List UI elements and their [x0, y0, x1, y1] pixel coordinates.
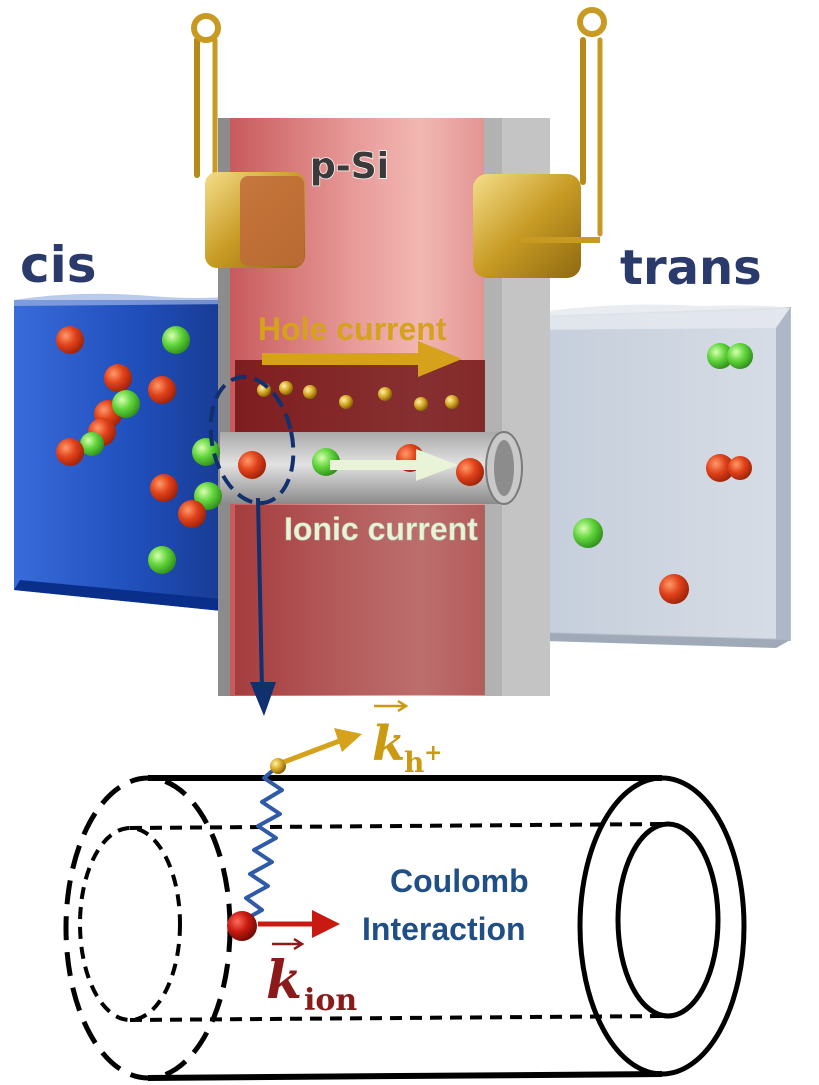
- k-hole-symbol: k: [372, 716, 405, 772]
- hole-particle: [279, 381, 293, 395]
- ionic-current-label: Ionic current: [284, 511, 478, 547]
- coulomb-spring: [243, 764, 284, 922]
- trans-label: trans: [620, 240, 762, 296]
- ion-red: [238, 451, 266, 479]
- ion-red: [56, 438, 84, 466]
- hole-particle: [378, 387, 392, 401]
- ion-red: [728, 456, 752, 480]
- ionic-current-arrow: [330, 449, 458, 481]
- hole-particle-schematic: [270, 758, 286, 774]
- ion-red: [706, 454, 734, 482]
- ion-green: [162, 326, 190, 354]
- ion-red: [104, 364, 132, 392]
- hole-particle: [445, 395, 459, 409]
- ion-green: [727, 343, 753, 369]
- k-ion-label: k ion: [266, 937, 357, 1018]
- ion-schematic: [227, 911, 257, 941]
- ion-green: [707, 343, 733, 369]
- hole-current-arrow: [262, 341, 462, 377]
- k-hole-label: k h +: [372, 699, 442, 779]
- k-ion-arrow: [258, 910, 340, 938]
- ion-red: [56, 326, 84, 354]
- ion-green: [80, 432, 104, 456]
- coulomb-label-line2: Interaction: [362, 911, 526, 947]
- k-hole-arrow: [283, 728, 362, 765]
- ion-red: [456, 458, 484, 486]
- ion-red: [150, 474, 178, 502]
- ion-red: [659, 574, 689, 604]
- hole-particle: [414, 397, 428, 411]
- ion-red: [148, 376, 176, 404]
- k-ion-subscript: ion: [304, 983, 357, 1018]
- right-electrode: [473, 7, 607, 278]
- material-label: p-Si: [310, 146, 389, 187]
- trans-ions: [573, 343, 753, 604]
- hole-particle: [339, 395, 353, 409]
- hole-particle: [303, 385, 317, 399]
- k-hole-superscript: +: [424, 740, 442, 766]
- trans-reservoir: [504, 304, 791, 648]
- ion-red: [178, 500, 206, 528]
- ion-green: [573, 518, 603, 548]
- k-hole-subscript: h: [404, 746, 424, 779]
- zoom-indicator: [208, 374, 296, 716]
- cis-ions: [56, 326, 222, 574]
- ion-green: [194, 482, 222, 510]
- left-electrode: [191, 13, 305, 268]
- ion-green: [112, 390, 140, 418]
- cis-label: cis: [20, 236, 97, 294]
- hole-current-label: Hole current: [258, 311, 447, 347]
- ion-green: [148, 546, 176, 574]
- k-ion-symbol: k: [266, 950, 302, 1011]
- cis-reservoir: [14, 293, 232, 612]
- coulomb-label-line1: Coulomb: [390, 863, 529, 899]
